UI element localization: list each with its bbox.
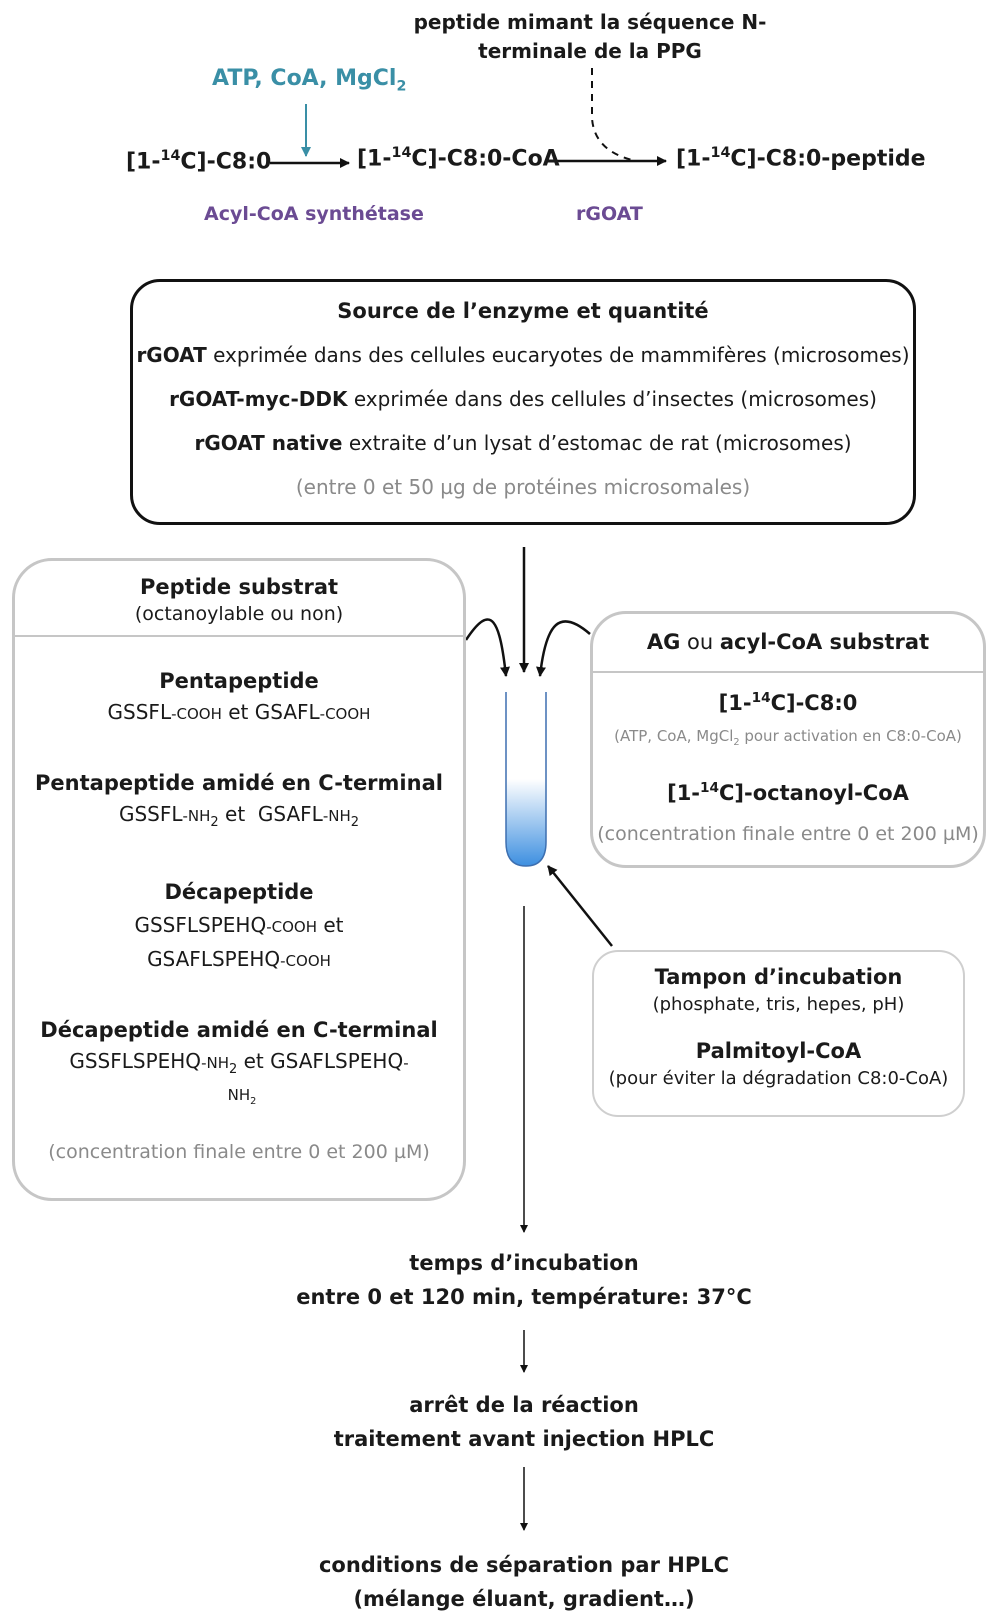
test-tube	[505, 692, 547, 867]
enzyme-source-box: Source de l’enzyme et quantité rGOAT exp…	[130, 279, 916, 525]
step-line: conditions de séparation par HPLC	[318, 1553, 730, 1577]
peptide-group-sequence-tail: NH2	[227, 1086, 257, 1107]
acyl-item-c8-note: (ATP, CoA, MgCl2 pour activation en C8:0…	[614, 727, 962, 748]
acyl-substrate-box: AG ou acyl-CoA substrat [1-14C]-C8:0 (AT…	[590, 611, 986, 868]
peptide-group-2: Décapeptide GSSFLSPEHQ-COOH et GSAFLSPEH…	[15, 876, 463, 976]
step-line: temps d’incubation	[409, 1251, 639, 1275]
peptide-mimic-label: peptide mimant la séquence N- terminale …	[380, 8, 800, 66]
arrow-peptide-to-tube	[464, 618, 510, 677]
step-line: traitement avant injection HPLC	[333, 1427, 715, 1451]
enzyme-row-2: rGOAT native extraite d’un lysat d’estom…	[194, 431, 852, 455]
palmitoyl-title: Palmitoyl-CoA	[695, 1039, 862, 1063]
peptide-group-1: Pentapeptide amidé en C-terminal GSSFL-N…	[15, 767, 463, 838]
enzyme-rgoat: rGOAT	[576, 203, 643, 225]
peptide-group-title: Décapeptide amidé en C-terminal	[40, 1018, 438, 1042]
peptide-mimic-line1: peptide mimant la séquence N-	[413, 10, 767, 34]
peptide-group-title: Pentapeptide	[159, 669, 319, 693]
peptide-group-sequence-a: GSSFLSPEHQ-COOH et	[134, 913, 344, 937]
enzyme-row-0: rGOAT exprimée dans des cellules eucaryo…	[136, 343, 910, 367]
peptide-box-title: Peptide substrat	[139, 575, 339, 599]
enzyme-acyl-coa-synthetase: Acyl-CoA synthétase	[204, 203, 424, 225]
acyl-item-octanoyl-coa: [1-14C]-octanoyl-CoA	[667, 780, 909, 805]
product-c8-peptide: [1-14C]-C8:0-peptide	[676, 145, 926, 172]
buffer-title: Tampon d’incubation	[654, 965, 903, 989]
step-hplc: conditions de séparation par HPLC (mélan…	[224, 1548, 824, 1616]
dashed-peptide-arrow	[591, 68, 633, 161]
peptide-mimic-line2: terminale de la PPG	[478, 39, 702, 63]
intermediate-c8-coa: [1-14C]-C8:0-CoA	[357, 145, 560, 172]
peptide-group-sequences: GSSFL-COOH et GSAFL-COOH	[107, 700, 371, 724]
acyl-box-header: AG ou acyl-CoA substrat	[593, 614, 983, 673]
step-line: entre 0 et 120 min, température: 37°C	[296, 1285, 752, 1309]
acyl-item-c8: [1-14C]-C8:0	[718, 690, 858, 715]
substrate-c8: [1-14C]-C8:0	[126, 148, 272, 175]
step-line: arrêt de la réaction	[409, 1393, 639, 1417]
peptide-group-title: Pentapeptide amidé en C-terminal	[35, 771, 443, 795]
peptide-box-note: (concentration finale entre 0 et 200 µM)	[48, 1141, 430, 1163]
arrow-buffer-to-tube	[547, 865, 613, 947]
buffer-subtitle: (phosphate, tris, hepes, pH)	[652, 994, 905, 1015]
acyl-box-note: (concentration finale entre 0 et 200 µM)	[597, 823, 979, 845]
arrow-acyl-to-tube	[536, 620, 591, 677]
enzyme-box-note: (entre 0 et 50 µg de protéines microsoma…	[295, 475, 751, 499]
step-line: (mélange éluant, gradient…)	[353, 1587, 695, 1611]
peptide-group-title: Décapeptide	[164, 880, 314, 904]
enzyme-box-title: Source de l’enzyme et quantité	[337, 299, 709, 323]
palmitoyl-subtitle: (pour éviter la dégradation C8:0-CoA)	[608, 1068, 949, 1089]
peptide-box-header: Peptide substrat (octanoylable ou non)	[15, 561, 463, 637]
peptide-group-3: Décapeptide amidé en C-terminal GSSFLSPE…	[15, 1014, 463, 1112]
step-incubation: temps d’incubation entre 0 et 120 min, t…	[224, 1246, 824, 1314]
peptide-group-sequence-b: GSAFLSPEHQ-COOH	[147, 947, 331, 971]
peptide-substrate-box: Peptide substrat (octanoylable ou non) P…	[12, 558, 466, 1201]
enzyme-row-1: rGOAT-myc-DDK exprimée dans des cellules…	[169, 387, 877, 411]
step-stop-reaction: arrêt de la réaction traitement avant in…	[224, 1388, 824, 1456]
cofactors-label: ATP, CoA, MgCl2	[212, 66, 407, 95]
peptide-box-subtitle: (octanoylable ou non)	[134, 603, 344, 625]
buffer-box: Tampon d’incubation (phosphate, tris, he…	[592, 950, 965, 1117]
peptide-group-sequences: GSSFL-NH2 et GSAFL-NH2	[118, 802, 360, 830]
peptide-group-0: Pentapeptide GSSFL-COOH et GSAFL-COOH	[15, 665, 463, 729]
peptide-group-sequences: GSSFLSPEHQ-NH2 et GSAFLSPEHQ-	[69, 1049, 409, 1077]
